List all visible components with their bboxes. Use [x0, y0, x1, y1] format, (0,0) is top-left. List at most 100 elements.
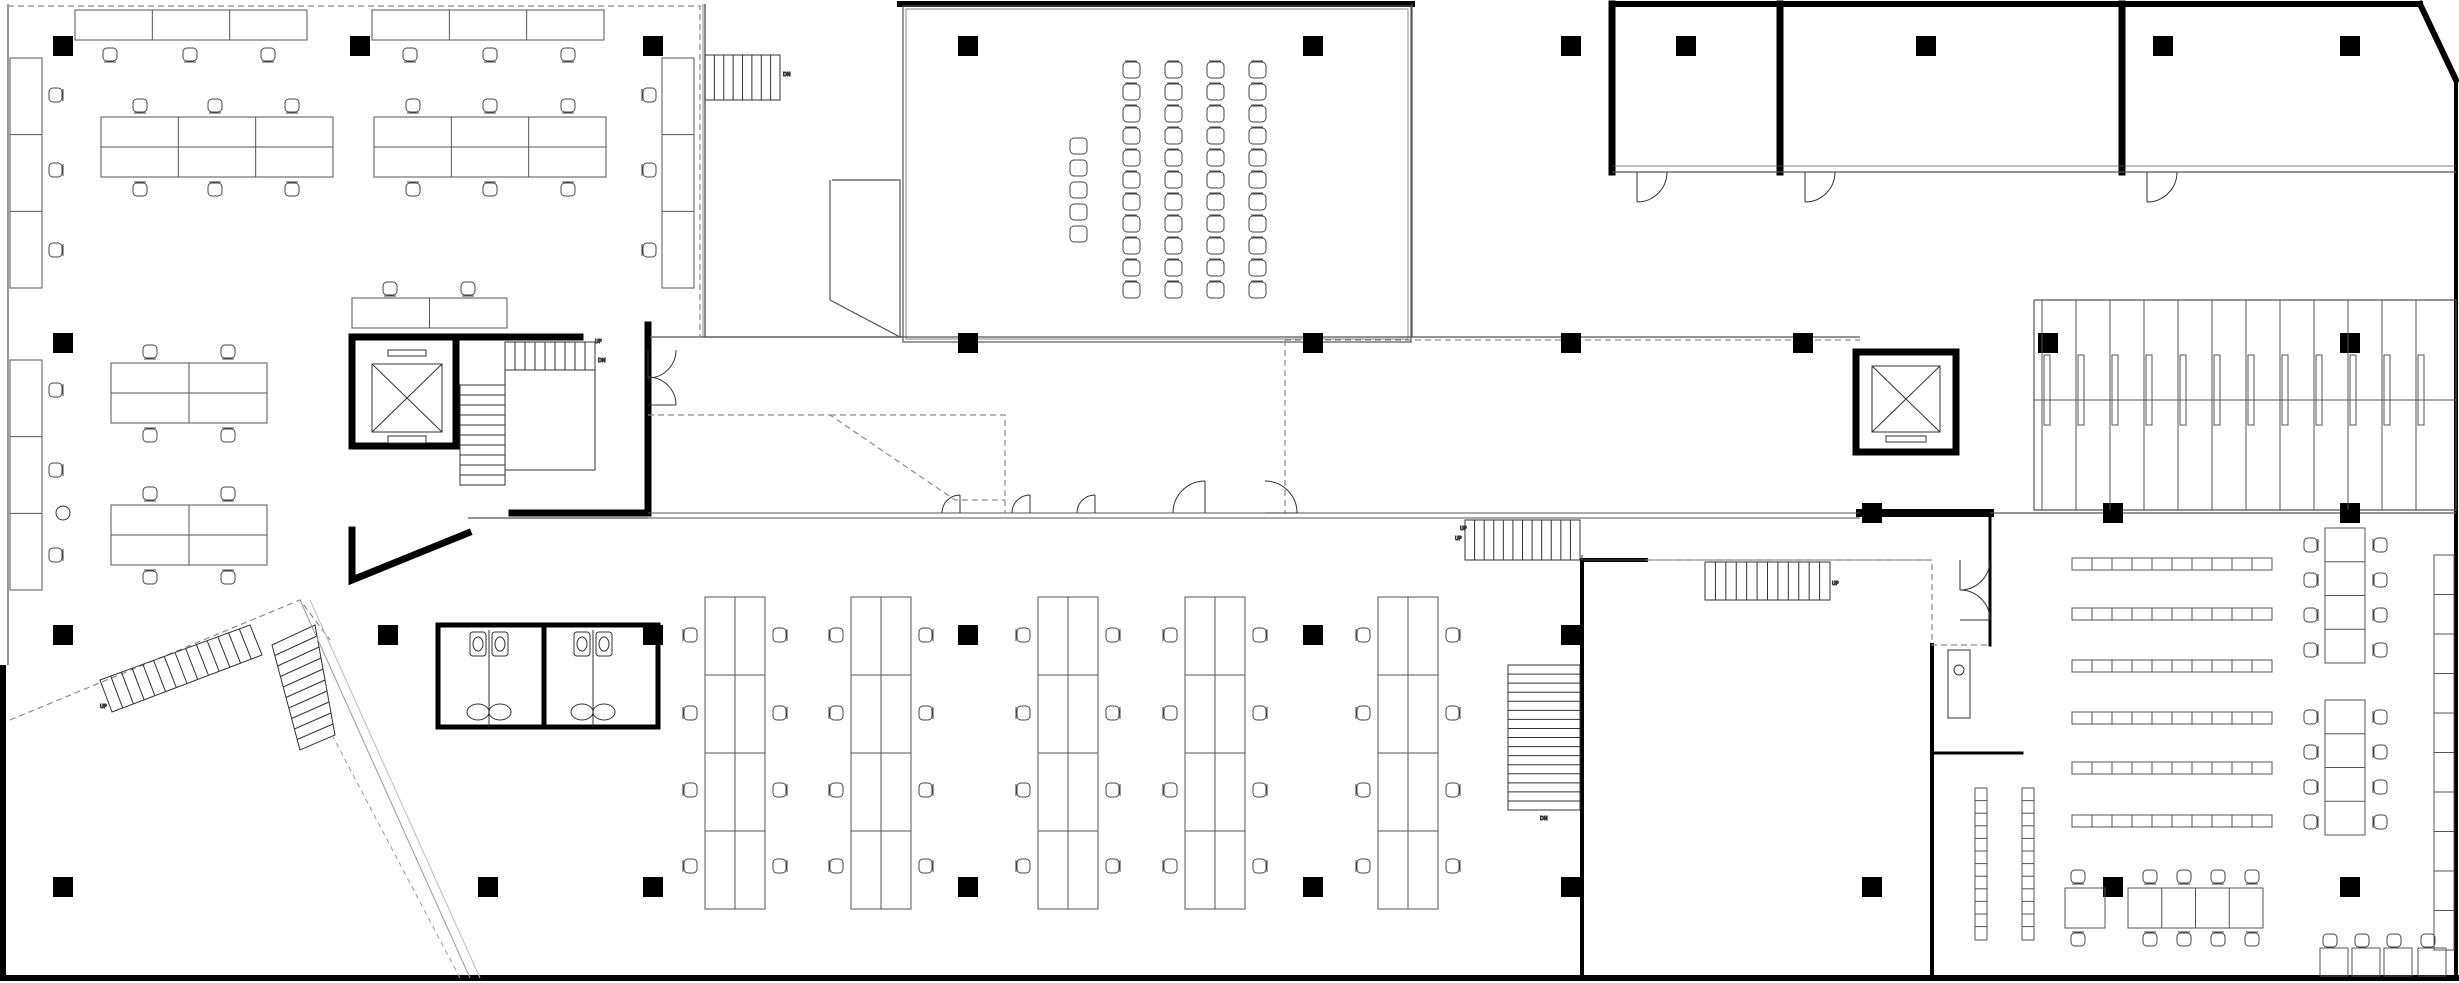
- sink: [488, 703, 512, 721]
- seat-body: [1164, 193, 1183, 211]
- diagonal-stair-a: [99, 624, 263, 713]
- column: [1303, 877, 1323, 897]
- door-corridor-b-swing: [1264, 480, 1298, 514]
- chair: [2322, 933, 2338, 949]
- seat: [1248, 236, 1267, 255]
- chair: [641, 162, 657, 178]
- seat-body: [1248, 237, 1267, 255]
- stack-marker: [2111, 354, 2119, 426]
- door-ramp-b-swing: [1011, 494, 1031, 514]
- column: [1561, 333, 1581, 353]
- chair-seat: [772, 782, 787, 798]
- chair-seat: [2176, 869, 2192, 884]
- chair: [1355, 705, 1371, 721]
- chair: [2210, 869, 2226, 885]
- chair: [220, 486, 236, 502]
- chair-seat: [2070, 869, 2086, 884]
- chair-seat: [48, 87, 63, 103]
- seat-body: [1248, 83, 1267, 101]
- seat-body: [1248, 61, 1267, 79]
- chair: [1355, 858, 1371, 874]
- chair: [2303, 744, 2319, 760]
- chair-seat: [1163, 705, 1178, 721]
- stair-tread: [228, 632, 242, 664]
- seat: [1248, 60, 1267, 79]
- seat: [1122, 126, 1141, 145]
- chair-seat: [1016, 858, 1031, 874]
- dashed-ramp-outline: [648, 414, 1005, 501]
- chair-seat: [220, 570, 236, 585]
- chair: [48, 87, 64, 103]
- seat-body: [1248, 105, 1267, 123]
- chair-seat: [482, 98, 498, 113]
- toilet-bowl: [494, 636, 506, 652]
- auditorium-seats: [1069, 60, 1267, 299]
- chair: [2176, 869, 2192, 885]
- chair-seat: [132, 98, 148, 113]
- elevator-car-left: [371, 363, 443, 433]
- chair-seat: [460, 281, 476, 296]
- seat: [1206, 170, 1225, 189]
- chair-seat: [683, 858, 698, 874]
- chair-seat: [683, 705, 698, 721]
- stair-label-s2: UP: [1455, 536, 1462, 542]
- chair-seat: [482, 182, 498, 197]
- chair-seat: [260, 47, 276, 62]
- chair: [560, 181, 576, 197]
- seat-body: [1122, 83, 1141, 101]
- seat-body: [1164, 149, 1183, 167]
- chair-seat: [1105, 858, 1120, 874]
- chair: [2244, 869, 2260, 885]
- desk-block: [371, 9, 605, 41]
- seat: [1248, 258, 1267, 277]
- seat-body: [1164, 83, 1183, 101]
- chair-seat: [482, 47, 498, 62]
- desk-block: [74, 9, 308, 41]
- seat-body: [1206, 281, 1225, 299]
- chair-seat: [1445, 627, 1460, 643]
- seat: [1248, 126, 1267, 145]
- chair: [182, 47, 198, 63]
- stair-tread: [280, 657, 322, 677]
- elevator-car-right: [1871, 365, 1941, 433]
- partitions-layer: [7, 4, 2457, 665]
- column: [643, 625, 663, 645]
- chair-seat: [2303, 709, 2318, 725]
- seat: [1248, 192, 1267, 211]
- terrace-line-a: [299, 599, 471, 979]
- chair: [772, 627, 788, 643]
- chair: [1252, 627, 1268, 643]
- seat: [1164, 280, 1183, 299]
- chair-seat: [142, 486, 158, 501]
- corridor-stair-a-treads: [1474, 520, 1571, 560]
- chair-seat: [772, 627, 787, 643]
- chair: [772, 858, 788, 874]
- chair-seat: [284, 182, 300, 197]
- chair: [2372, 572, 2388, 588]
- stair-tread: [120, 671, 134, 705]
- seat: [1248, 82, 1267, 101]
- stack-marker: [2145, 354, 2153, 426]
- stair-label-s7: DN: [598, 358, 606, 364]
- door-office-c-swing: [2146, 171, 2178, 203]
- chair: [2372, 779, 2388, 795]
- column: [1561, 877, 1581, 897]
- chair-seat: [560, 98, 576, 113]
- chair: [220, 569, 236, 585]
- seat-body: [1206, 61, 1225, 79]
- seat: [1206, 214, 1225, 233]
- elevator-core-right: [1852, 348, 1960, 456]
- chair: [102, 47, 118, 63]
- door-office-a-swing: [1636, 171, 1668, 203]
- chair-seat: [560, 47, 576, 62]
- seat: [1122, 60, 1141, 79]
- chair-seat: [2210, 869, 2226, 884]
- chair: [828, 782, 844, 798]
- restroom-fixtures: [55, 505, 1971, 727]
- desk-block: [661, 57, 695, 289]
- chair-seat: [2373, 642, 2388, 658]
- stacks-layer: [1974, 300, 2456, 951]
- column: [1676, 36, 1696, 56]
